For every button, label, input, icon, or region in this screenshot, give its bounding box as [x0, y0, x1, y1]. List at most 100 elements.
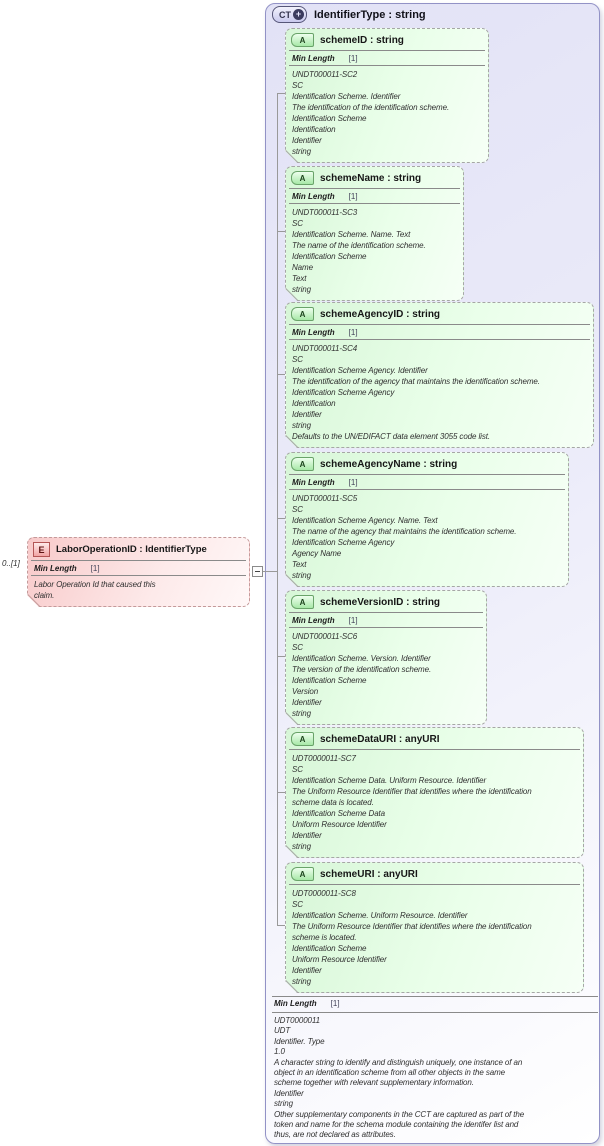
divider: [289, 884, 580, 885]
annotation-line: UNDT000011-SC4: [292, 344, 358, 353]
annotation-line: UNDT000011-SC3: [292, 208, 358, 217]
annotation-line: Identifier: [292, 698, 322, 707]
annotation-line: string: [292, 709, 311, 718]
connector-stub: [277, 93, 285, 94]
annotation-line: UDT: [274, 1026, 291, 1036]
min-length-value: [1]: [90, 564, 100, 573]
plus-icon[interactable]: +: [293, 9, 304, 20]
min-length-row: Min Length [1]: [286, 613, 486, 627]
attribute-box-schemeVersionID[interactable]: A schemeVersionID : string Min Length [1…: [285, 590, 487, 725]
annotation-line: Identifier: [292, 136, 322, 145]
attribute-box-schemeAgencyID[interactable]: A schemeAgencyID : string Min Length [1]…: [285, 302, 594, 448]
attribute-box-schemeAgencyName[interactable]: A schemeAgencyName : string Min Length […: [285, 452, 569, 587]
attribute-box-schemeID[interactable]: A schemeID : string Min Length [1] UNDT0…: [285, 28, 489, 163]
annotation-line: The version of the identification scheme…: [292, 665, 432, 674]
annotation-line: UDT0000011-SC7: [292, 754, 356, 763]
annotation-line: Version: [292, 687, 319, 696]
min-length-value: [1]: [330, 999, 340, 1008]
min-length-label: Min Length: [292, 328, 335, 337]
attribute-box-schemeName[interactable]: A schemeName : string Min Length [1] UND…: [285, 166, 464, 301]
attribute-icon: A: [291, 307, 314, 321]
annotation-line: Identification Scheme Agency: [292, 388, 395, 397]
annotation-line: Text: [292, 560, 307, 569]
divider: [289, 50, 485, 51]
complex-type-header[interactable]: CT+ IdentifierType : string: [272, 6, 426, 23]
divider: [289, 339, 590, 340]
element-title: LaborOperationID : IdentifierType: [56, 544, 207, 555]
divider: [289, 627, 483, 628]
collapse-icon[interactable]: [252, 566, 263, 577]
divider: [289, 65, 485, 66]
attribute-header: A schemeAgencyName : string: [286, 453, 568, 474]
min-length-label: Min Length: [34, 564, 77, 573]
annotation-line: string: [292, 285, 311, 294]
connector-stub: [277, 518, 285, 519]
annotation-line: UNDT000011-SC6: [292, 632, 358, 641]
annotation-line: The name of the agency that maintains th…: [292, 527, 517, 536]
attribute-title: schemeVersionID : string: [320, 596, 441, 608]
annotation-line: Identification Scheme: [292, 676, 367, 685]
annotation-line: scheme is located.: [292, 933, 357, 942]
min-length-label: Min Length: [292, 54, 335, 63]
annotation-line: The name of the identification scheme.: [292, 241, 426, 250]
annotation-line: Identifier: [292, 410, 322, 419]
annotation-line: SC: [292, 81, 303, 90]
attribute-title: schemeID : string: [320, 34, 404, 46]
annotation-line: claim.: [34, 591, 55, 600]
annotation-line: SC: [292, 643, 303, 652]
annotation-line: Text: [292, 274, 307, 283]
annotation-line: SC: [292, 900, 303, 909]
element-icon: E: [33, 542, 50, 557]
annotation-line: 1.0: [274, 1047, 285, 1057]
element-annotation: Labor Operation Id that caused this claim…: [28, 576, 249, 606]
complex-type-title: IdentifierType : string: [314, 8, 426, 21]
divider: [289, 749, 580, 750]
divider: [289, 474, 565, 475]
annotation-line: Identification Scheme. Version. Identifi…: [292, 654, 431, 663]
annotation-line: Identification Scheme Agency: [292, 538, 395, 547]
annotation-line: scheme together with relevant supplement…: [274, 1078, 474, 1088]
divider: [31, 560, 246, 561]
divider: [272, 996, 598, 997]
annotation-line: The Uniform Resource Identifier that ide…: [292, 787, 532, 796]
connector-stub: [277, 231, 285, 232]
min-length-row: Min Length [1]: [286, 475, 568, 489]
annotation-line: SC: [292, 765, 303, 774]
attribute-icon: A: [291, 457, 314, 471]
annotation-line: Identification Scheme Agency. Name. Text: [292, 516, 438, 525]
cardinality-label: 0..[1]: [2, 559, 20, 568]
min-length-label: Min Length: [292, 192, 335, 201]
element-box[interactable]: E LaborOperationID : IdentifierType Min …: [27, 537, 250, 607]
ct-min-length-row: Min Length [1]: [274, 999, 340, 1008]
connector-tree-line: [277, 93, 278, 925]
ct-icon: CT+: [272, 6, 307, 23]
annotation-line: Labor Operation Id that caused this: [34, 580, 156, 589]
attribute-icon: A: [291, 867, 314, 881]
element-header: E LaborOperationID : IdentifierType: [28, 538, 249, 560]
divider: [289, 489, 565, 490]
connector-stub: [277, 925, 285, 926]
annotation-line: UDT0000011: [274, 1016, 320, 1025]
annotation-line: Other supplementary components in the CC…: [274, 1109, 525, 1119]
annotation-line: Identification Scheme Data. Uniform Reso…: [292, 776, 487, 785]
min-length-value: [1]: [348, 478, 358, 487]
divider: [289, 324, 590, 325]
attribute-title: schemeAgencyName : string: [320, 458, 458, 470]
annotation-line: Identification Scheme: [292, 114, 367, 123]
connector-stub: [277, 792, 285, 793]
element-connector-line: [263, 571, 278, 572]
min-length-value: [1]: [348, 616, 358, 625]
connector-stub: [277, 656, 285, 657]
min-length-row: Min Length [1]: [28, 561, 249, 575]
attribute-icon: A: [291, 33, 314, 47]
annotation-line: Uniform Resource Identifier: [292, 820, 387, 829]
annotation-line: string: [274, 1099, 293, 1109]
min-length-value: [1]: [348, 54, 358, 63]
min-length-label: Min Length: [274, 999, 317, 1008]
